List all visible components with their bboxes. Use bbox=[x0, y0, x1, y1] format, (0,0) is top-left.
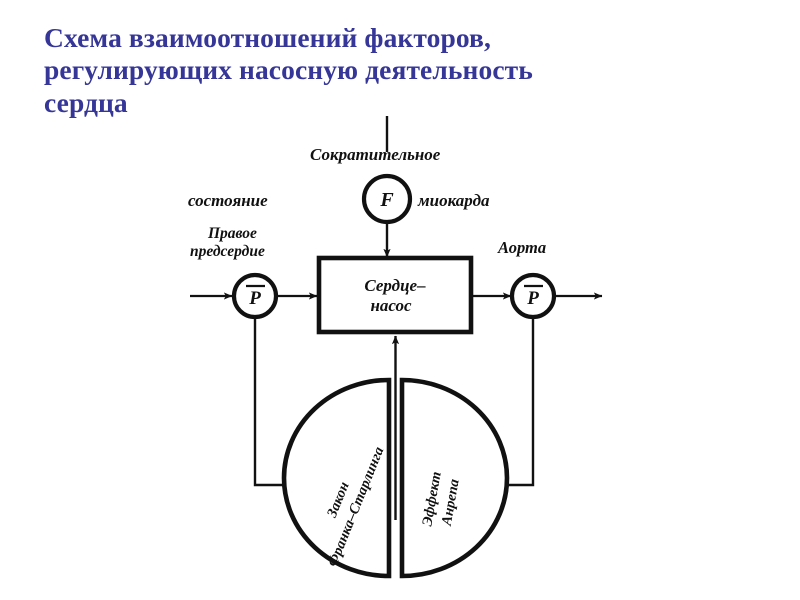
output-pressure-label: P bbox=[526, 288, 539, 309]
page-title: Схема взаимоотношений факторов, регулиру… bbox=[44, 22, 744, 119]
heart-pump-label-line1: Сердце– bbox=[364, 276, 426, 295]
label-contractile-state-line1: Сократительное bbox=[310, 145, 441, 164]
force-circle-node[interactable]: F bbox=[361, 173, 413, 225]
diagram-figure: Сократительное состояние миокарда F Прав… bbox=[150, 110, 670, 590]
heart-pump-box[interactable]: Сердце– насос bbox=[316, 255, 474, 335]
label-myocardium: миокарда bbox=[417, 191, 490, 210]
input-pressure-circle-node[interactable]: P bbox=[231, 272, 279, 320]
label-aorta: Аорта bbox=[497, 238, 546, 257]
page-title-text: Схема взаимоотношений факторов, регулиру… bbox=[44, 22, 533, 118]
diagram-svg: Сократительное состояние миокарда F Прав… bbox=[188, 116, 603, 579]
label-right-atrium-line2: предсердие bbox=[190, 243, 265, 260]
heart-pump-label-line2: насос bbox=[370, 296, 412, 315]
feedback-split-circle[interactable]: Закон Франка–Старлинга Эффект Анрепа bbox=[281, 377, 510, 579]
force-circle-label: F bbox=[379, 189, 394, 211]
label-contractile-state-line2: состояние bbox=[188, 191, 268, 210]
frank-starling-half[interactable] bbox=[281, 377, 392, 579]
anrep-half[interactable] bbox=[399, 377, 510, 579]
input-pressure-label: P bbox=[248, 288, 261, 309]
output-pressure-circle-node[interactable]: P bbox=[509, 272, 557, 320]
label-right-atrium-line1: Правое bbox=[207, 225, 257, 242]
